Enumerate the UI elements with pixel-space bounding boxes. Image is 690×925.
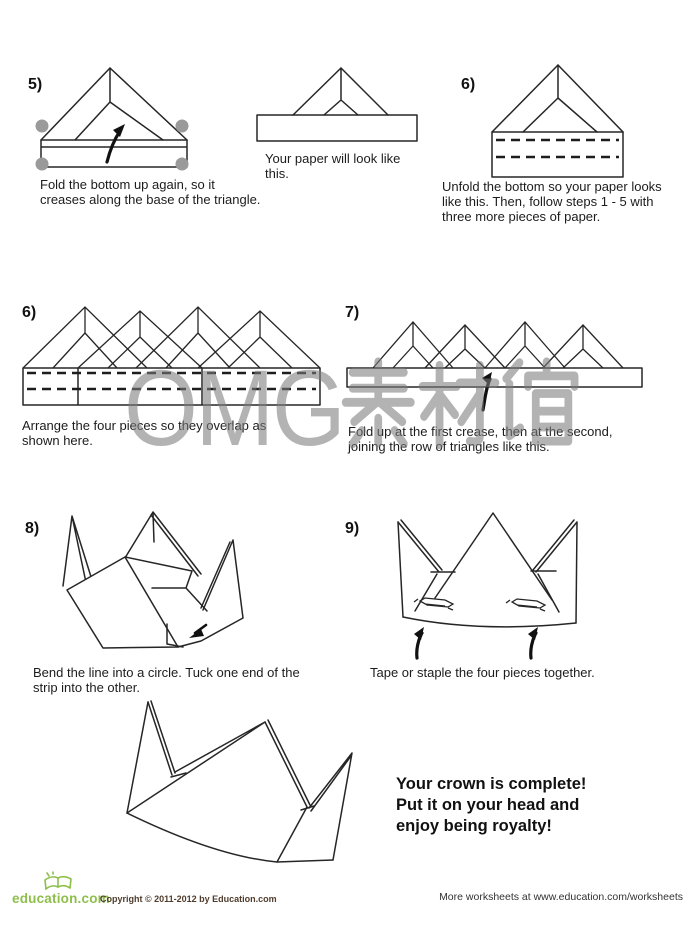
corner-dots (35, 119, 189, 171)
step-6-unfolded-diagram (491, 64, 624, 178)
paper-preview-diagram (256, 67, 418, 142)
completion-message: Your crown is complete!Put it on your he… (396, 775, 587, 835)
step-5-diagram-fold-triangle (35, 67, 189, 171)
step-6-mid-label: 6) (22, 304, 37, 321)
point-up-arrow-icon (528, 627, 538, 660)
staple-icon (505, 598, 547, 612)
staple-crown-diagram (397, 512, 578, 660)
more-worksheets-text: More worksheets at www.education.com/wor… (439, 891, 683, 903)
step-5-label: 5) (28, 76, 43, 93)
step-6-mid-caption: Arrange the four pieces so they overlap … (22, 418, 267, 448)
step-7-caption: Fold up at the first crease, then at the… (348, 424, 613, 454)
staple-icon (413, 597, 455, 611)
copyright-text: Copyright © 2011-2012 by Education.com (100, 894, 277, 904)
step-9-label: 9) (345, 520, 360, 537)
point-up-arrow-icon (414, 627, 424, 660)
education-logo-text: education.com (12, 891, 110, 906)
step-8-label: 8) (25, 520, 40, 537)
step-6-top-label: 6) (461, 76, 476, 93)
tuck-arrow-icon (189, 623, 208, 638)
education-logo-book-icon (44, 871, 72, 890)
bend-into-circle-diagram (62, 511, 244, 649)
step-9-caption: Tape or staple the four pieces together. (370, 665, 595, 680)
fold-up-arrow-icon (481, 372, 492, 412)
step-8-caption: Bend the line into a circle. Tuck one en… (33, 665, 300, 695)
step-7-label: 7) (345, 304, 360, 321)
finished-crown-diagram (126, 700, 353, 863)
fold-up-arrow-icon (105, 124, 125, 164)
four-pieces-overlap-diagram (22, 306, 321, 406)
triangle-row-strip-diagram (346, 321, 643, 412)
